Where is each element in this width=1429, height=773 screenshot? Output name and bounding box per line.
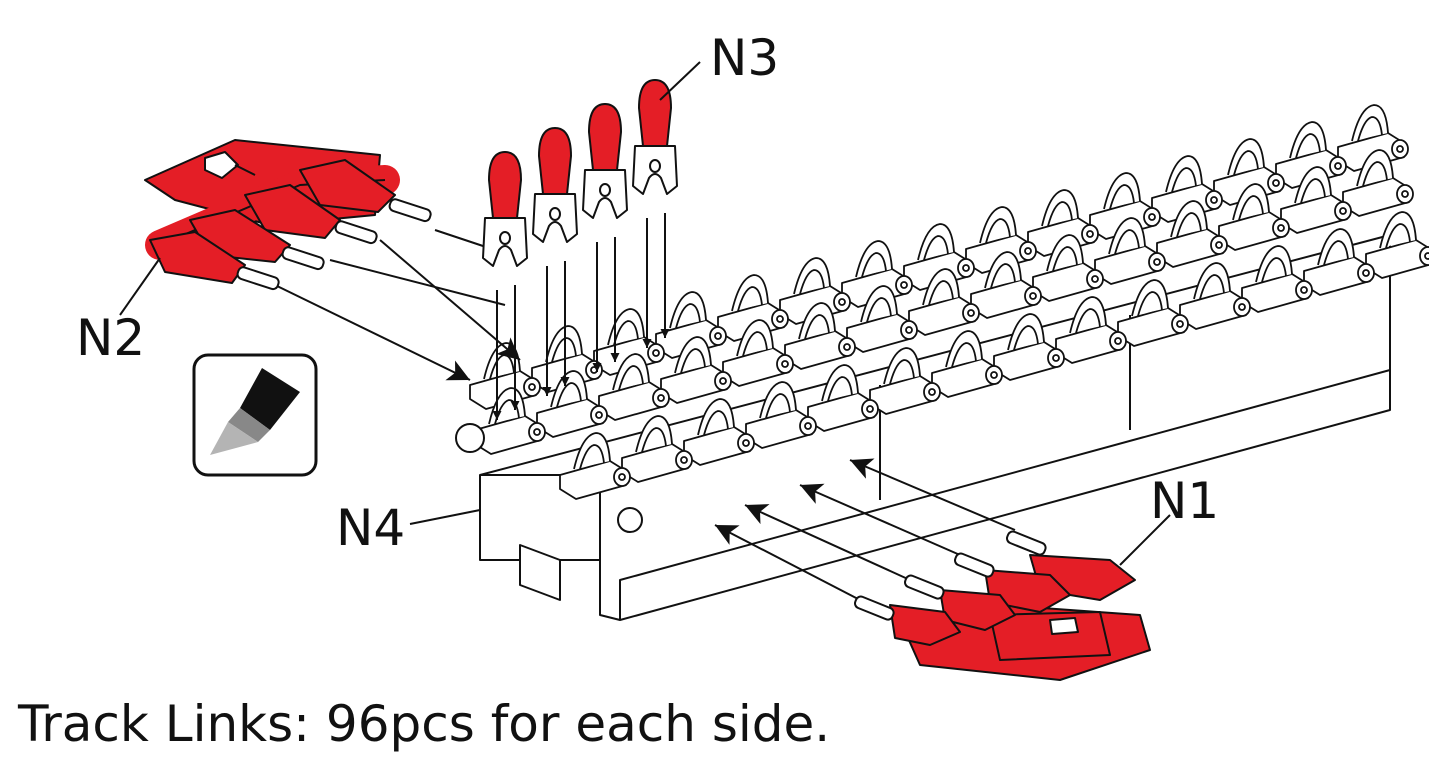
n3-pin [482,151,528,420]
track-links-assembly [455,104,1429,533]
n3-pin [532,127,578,396]
n1-guide-arrow [744,504,911,581]
label-n3: N3 [710,29,779,87]
track-link [1241,245,1313,313]
track-link [1280,166,1352,234]
n4-leader-line [409,509,481,525]
n3-pin [632,79,678,348]
sprue-n2 [144,139,432,291]
track-link [1218,183,1290,251]
track-link [1156,200,1228,268]
track-link [559,432,631,500]
n2-leader-line [119,257,161,316]
track-link [621,415,693,483]
n2-guide-arrow [379,239,521,361]
caption-text: Track Links: 96pcs for each side. [18,695,831,753]
n2-guide-arrow [274,284,471,381]
track-link [908,268,980,336]
track-link [1303,228,1375,296]
n3-pin [582,103,628,372]
track-link [683,398,755,466]
track-link [722,319,794,387]
assembly-illustration: N3 N2 N4 N1 [76,29,1429,681]
track-link [536,370,608,438]
track-link [931,330,1003,398]
track-link [1055,296,1127,364]
track-link [846,285,918,353]
n1-guide-arrow [714,524,861,601]
n2-guide-line [329,259,506,306]
track-link [869,347,941,415]
track-link [807,364,879,432]
track-link [1032,234,1104,302]
track-link [598,353,670,421]
track-link [784,302,856,370]
n3-leader-line [659,61,701,101]
n1-guide-arrow [849,458,1016,531]
leader-lines [119,61,1171,566]
track-link-end [455,423,485,453]
n1-leader-line [1119,514,1171,566]
track-link-end [617,507,643,533]
track-link [1179,262,1251,330]
track-link [1342,149,1414,217]
track-link [970,251,1042,319]
label-n4: N4 [336,499,405,557]
label-n1: N1 [1150,472,1219,530]
label-n2: N2 [76,309,145,367]
hobby-knife-icon [192,353,318,477]
sprue-n1 [854,530,1151,681]
n1-guide-arrow [799,483,961,556]
track-link [1094,217,1166,285]
track-link [1365,211,1429,279]
n3-pin-set [482,79,678,420]
